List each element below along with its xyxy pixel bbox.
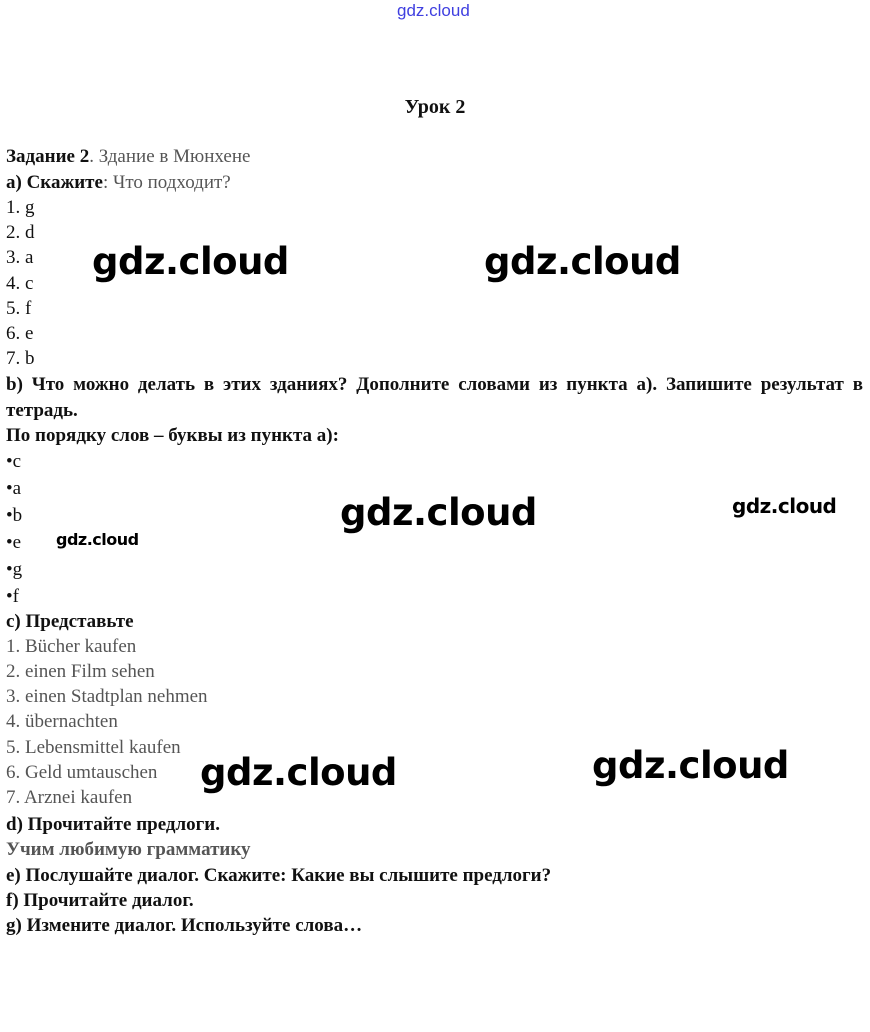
- part-a-question: : Что подходит?: [102, 172, 231, 193]
- grammar-heading: Учим любимую грамматику: [6, 839, 251, 860]
- list-item: 7. Arznei kaufen: [6, 787, 133, 808]
- watermark: gdz.cloud: [732, 494, 837, 518]
- part-d-heading: d) Прочитайте предлоги.: [6, 814, 220, 835]
- list-item: 2. einen Film sehen: [6, 661, 155, 682]
- watermark: gdz.cloud: [340, 491, 537, 534]
- watermark: gdz.cloud: [92, 240, 289, 283]
- part-a-heading: a) Скажите: Что подходит?: [6, 172, 231, 194]
- part-b-heading: b) Что можно делать в этих зданиях? Допо…: [6, 374, 863, 421]
- bullet-item: •a: [6, 478, 22, 499]
- list-item: 2. d: [6, 222, 35, 243]
- task-label: Задание 2: [6, 146, 90, 167]
- task-topic: . Здание в Мюнхене: [89, 146, 251, 167]
- bullet-item: •e: [6, 532, 22, 553]
- part-a-label: a) Скажите: [6, 172, 103, 193]
- watermark: gdz.cloud: [56, 530, 139, 549]
- bullet-item: •b: [6, 505, 23, 526]
- watermark: gdz.cloud: [592, 744, 789, 787]
- watermark: gdz.cloud: [200, 751, 397, 794]
- list-item: 5. Lebensmittel kaufen: [6, 737, 181, 758]
- list-item: 1. g: [6, 197, 35, 218]
- task-heading: Задание 2. Здание в Мюнхене: [6, 146, 250, 168]
- part-c-heading: c) Представьте: [6, 611, 134, 632]
- part-g-heading: g) Измените диалог. Используйте слова…: [6, 915, 363, 936]
- list-item: 6. Geld umtauschen: [6, 762, 158, 783]
- list-item: 5. f: [6, 298, 32, 319]
- list-item: 4. übernachten: [6, 711, 118, 732]
- lesson-title: Урок 2: [404, 96, 466, 118]
- list-item: 6. e: [6, 323, 34, 344]
- bullet-item: •c: [6, 451, 22, 472]
- bullet-item: •f: [6, 586, 19, 607]
- list-item: 4. c: [6, 273, 34, 294]
- part-e-heading: e) Послушайте диалог. Скажите: Какие вы …: [6, 865, 552, 886]
- part-b-note: По порядку слов – буквы из пункта a):: [6, 425, 339, 446]
- site-link[interactable]: gdz.cloud: [397, 1, 470, 20]
- part-f-heading: f) Прочитайте диалог.: [6, 890, 194, 911]
- list-item: 3. einen Stadtplan nehmen: [6, 686, 208, 707]
- watermark: gdz.cloud: [484, 240, 681, 283]
- list-item: 1. Bücher kaufen: [6, 636, 137, 657]
- list-item: 7. b: [6, 348, 35, 369]
- list-item: 3. a: [6, 247, 34, 268]
- bullet-item: •g: [6, 559, 23, 580]
